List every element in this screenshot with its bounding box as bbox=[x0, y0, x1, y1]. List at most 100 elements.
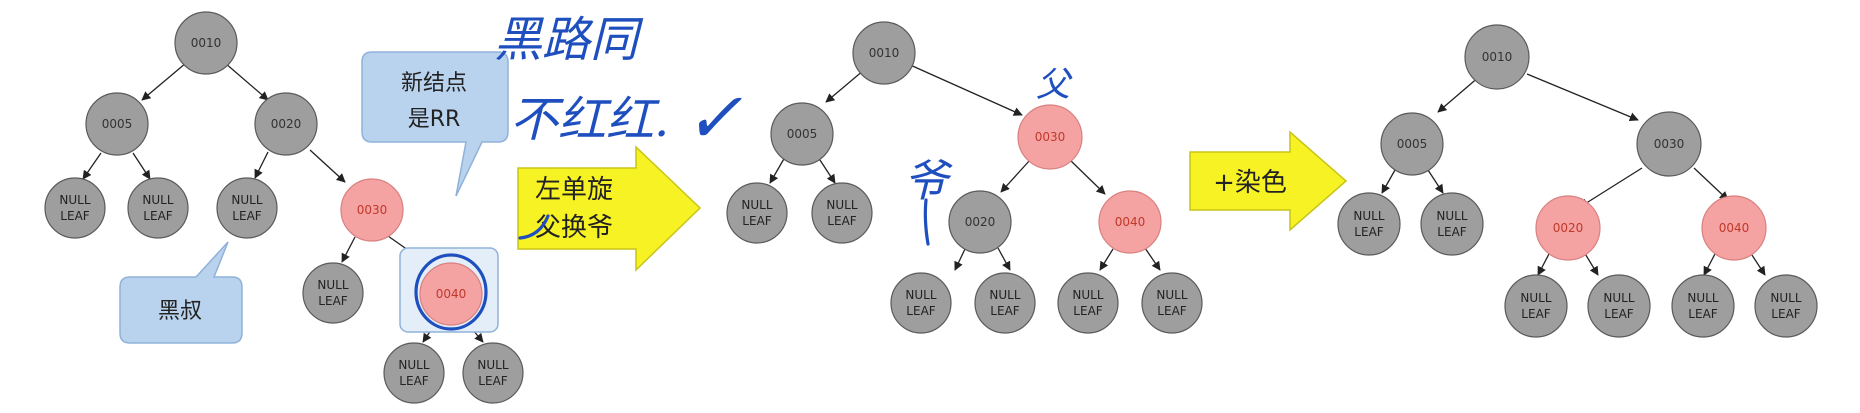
tree2-node-0020: 0020 bbox=[948, 190, 1012, 254]
tree1-node-0030: 0030 bbox=[340, 178, 404, 242]
tree1-leaf-1: NULL LEAF bbox=[44, 177, 106, 239]
tree1-edges bbox=[82, 62, 484, 343]
tree1-node-0040: 0040 bbox=[399, 247, 499, 333]
tree3-leaf-6: NULL LEAF bbox=[1754, 274, 1818, 338]
svg-text:NULL: NULL bbox=[1520, 291, 1551, 305]
svg-text:是RR: 是RR bbox=[408, 107, 461, 132]
tree2-node-0005: 0005 bbox=[770, 102, 834, 166]
ink-circle-0040 bbox=[414, 253, 488, 331]
svg-text:LEAF: LEAF bbox=[143, 209, 172, 223]
svg-text:左单旋: 左单旋 bbox=[535, 175, 613, 205]
svg-text:✓: ✓ bbox=[684, 77, 743, 159]
svg-text:0020: 0020 bbox=[271, 117, 302, 131]
tree1-leaf-5: NULL LEAF bbox=[383, 342, 445, 404]
callout-new-node: 新结点 是RR bbox=[361, 51, 509, 197]
svg-text:NULL: NULL bbox=[1770, 291, 1801, 305]
tree3-node-0020: 0020 bbox=[1535, 195, 1601, 261]
arrow-recolor: +染色 bbox=[1189, 130, 1348, 232]
svg-text:LEAF: LEAF bbox=[1073, 304, 1102, 318]
svg-text:NULL: NULL bbox=[989, 288, 1020, 302]
svg-text:0005: 0005 bbox=[787, 127, 818, 141]
tree3-edges bbox=[1381, 73, 1766, 276]
tree2-leaf-2: NULL LEAF bbox=[811, 182, 873, 244]
svg-text:0040: 0040 bbox=[1719, 221, 1750, 235]
svg-text:NULL: NULL bbox=[741, 198, 772, 212]
tree2-edges bbox=[769, 63, 1161, 271]
tree3-node-0010: 0010 bbox=[1464, 24, 1530, 90]
callout-black-uncle: 黑叔 bbox=[119, 241, 243, 344]
svg-text:父: 父 bbox=[1036, 65, 1073, 105]
svg-text:黑叔: 黑叔 bbox=[158, 299, 202, 324]
svg-text:0010: 0010 bbox=[1482, 50, 1513, 64]
tree3-leaf-5: NULL LEAF bbox=[1671, 274, 1735, 338]
svg-text:LEAF: LEAF bbox=[906, 304, 935, 318]
tree1-node-0020: 0020 bbox=[254, 92, 318, 156]
tree1-node-0005: 0005 bbox=[85, 92, 149, 156]
svg-text:NULL: NULL bbox=[1603, 291, 1634, 305]
svg-text:NULL: NULL bbox=[317, 278, 348, 292]
svg-text:LEAF: LEAF bbox=[60, 209, 89, 223]
svg-text:0020: 0020 bbox=[965, 215, 996, 229]
svg-text:NULL: NULL bbox=[398, 358, 429, 372]
svg-text:LEAF: LEAF bbox=[1688, 307, 1717, 321]
svg-text:黑路同: 黑路同 bbox=[494, 12, 644, 68]
tree1-leaf-uncle: NULL LEAF bbox=[216, 177, 278, 239]
svg-text:0020: 0020 bbox=[1553, 221, 1584, 235]
svg-text:新结点: 新结点 bbox=[401, 71, 467, 96]
tree1-leaf-4: NULL LEAF bbox=[302, 262, 364, 324]
svg-text:NULL: NULL bbox=[826, 198, 857, 212]
svg-text:0030: 0030 bbox=[357, 203, 388, 217]
tree2-node-0010: 0010 bbox=[852, 21, 916, 85]
svg-text:NULL: NULL bbox=[1072, 288, 1103, 302]
tree3-leaf-3: NULL LEAF bbox=[1504, 274, 1568, 338]
tree3-node-0030: 0030 bbox=[1636, 111, 1702, 177]
svg-text:0010: 0010 bbox=[191, 36, 222, 50]
svg-text:NULL: NULL bbox=[1687, 291, 1718, 305]
svg-text:LEAF: LEAF bbox=[1771, 307, 1800, 321]
svg-text:NULL: NULL bbox=[59, 193, 90, 207]
svg-text:LEAF: LEAF bbox=[990, 304, 1019, 318]
tree-after-rotation: 0010 0005 0030 0020 0040 NULL LEAF NULL … bbox=[726, 21, 1203, 334]
tree2-leaf-5: NULL LEAF bbox=[1057, 272, 1119, 334]
svg-text:+染色: +染色 bbox=[1213, 168, 1287, 198]
tree-before-rotation: 0010 0005 0020 0030 0040 NULL LEAF NU bbox=[44, 11, 524, 404]
svg-text:0030: 0030 bbox=[1654, 137, 1685, 151]
svg-text:LEAF: LEAF bbox=[1604, 307, 1633, 321]
svg-text:0005: 0005 bbox=[1397, 137, 1428, 151]
tree1-leaf-2: NULL LEAF bbox=[127, 177, 189, 239]
svg-text:LEAF: LEAF bbox=[1354, 225, 1383, 239]
svg-text:0030: 0030 bbox=[1035, 130, 1066, 144]
tree3-leaf-2: NULL LEAF bbox=[1420, 192, 1484, 256]
svg-text:0040: 0040 bbox=[1115, 215, 1146, 229]
svg-text:NULL: NULL bbox=[1436, 209, 1467, 223]
tree3-leaf-1: NULL LEAF bbox=[1337, 192, 1401, 256]
tree3-node-0005: 0005 bbox=[1380, 112, 1444, 176]
svg-text:LEAF: LEAF bbox=[318, 294, 347, 308]
svg-text:爷: 爷 bbox=[904, 156, 953, 207]
svg-text:0005: 0005 bbox=[102, 117, 133, 131]
svg-text:NULL: NULL bbox=[142, 193, 173, 207]
tree2-leaf-1: NULL LEAF bbox=[726, 182, 788, 244]
tree1-leaf-6: NULL LEAF bbox=[462, 342, 524, 404]
tree2-node-0030: 0030 bbox=[1017, 104, 1083, 170]
svg-text:LEAF: LEAF bbox=[399, 374, 428, 388]
svg-text:LEAF: LEAF bbox=[742, 214, 771, 228]
svg-text:NULL: NULL bbox=[477, 358, 508, 372]
svg-text:0040: 0040 bbox=[436, 287, 467, 301]
svg-text:NULL: NULL bbox=[905, 288, 936, 302]
tree3-node-0040: 0040 bbox=[1701, 195, 1767, 261]
tree2-leaf-4: NULL LEAF bbox=[974, 272, 1036, 334]
svg-text:LEAF: LEAF bbox=[1521, 307, 1550, 321]
tree2-node-0040: 0040 bbox=[1098, 190, 1162, 254]
tree2-leaf-3: NULL LEAF bbox=[890, 272, 952, 334]
tree2-leaf-6: NULL LEAF bbox=[1141, 272, 1203, 334]
svg-text:LEAF: LEAF bbox=[478, 374, 507, 388]
tree1-node-0010: 0010 bbox=[174, 11, 238, 75]
svg-text:0010: 0010 bbox=[869, 46, 900, 60]
tree-after-recolor: 0010 0005 0030 0020 0040 NULL LEAF NULL … bbox=[1337, 24, 1818, 338]
handwritten-notes: 黑路同 不红红. ✓ 父 爷 bbox=[494, 12, 1073, 246]
svg-text:LEAF: LEAF bbox=[232, 209, 261, 223]
svg-text:LEAF: LEAF bbox=[1157, 304, 1186, 318]
